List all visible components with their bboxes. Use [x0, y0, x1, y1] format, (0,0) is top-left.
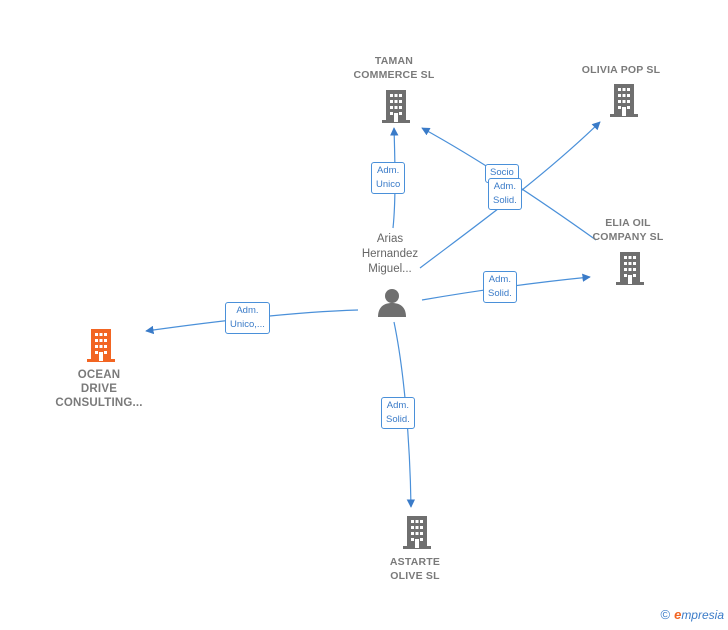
- node-label-elia[interactable]: ELIA OIL COMPANY SL: [592, 217, 664, 243]
- node-label-ocean[interactable]: OCEAN DRIVE CONSULTING...: [55, 369, 143, 409]
- edge-label-to-astarte[interactable]: Adm. Solid.: [381, 397, 415, 429]
- edge-label-to-taman[interactable]: Adm. Unico: [371, 162, 406, 194]
- node-label-taman[interactable]: TAMAN COMMERCE SL: [353, 55, 435, 81]
- node-label-person[interactable]: Arias Hernandez Miguel...: [361, 233, 419, 275]
- edge-label-to-elia-top[interactable]: Adm. Solid.: [488, 178, 522, 210]
- building-icon-astarte[interactable]: [403, 516, 431, 549]
- node-label-astarte[interactable]: ASTARTE OLIVE SL: [389, 556, 441, 582]
- building-icon-olivia[interactable]: [610, 84, 638, 117]
- building-icon-elia[interactable]: [616, 252, 644, 285]
- brand-initial: e: [674, 607, 682, 622]
- empresia-logo[interactable]: © empresia: [660, 607, 724, 622]
- building-icon-taman[interactable]: [382, 90, 410, 123]
- edge-label-to-ocean[interactable]: Adm. Unico,...: [225, 302, 270, 334]
- node-label-olivia[interactable]: OLIVIA POP SL: [581, 64, 661, 76]
- edge-label-to-elia[interactable]: Adm. Solid.: [483, 271, 517, 303]
- brand-name: mpresia: [681, 608, 724, 622]
- copyright-icon: ©: [660, 607, 671, 622]
- person-icon[interactable]: [378, 289, 406, 317]
- building-icon-ocean[interactable]: [87, 329, 115, 362]
